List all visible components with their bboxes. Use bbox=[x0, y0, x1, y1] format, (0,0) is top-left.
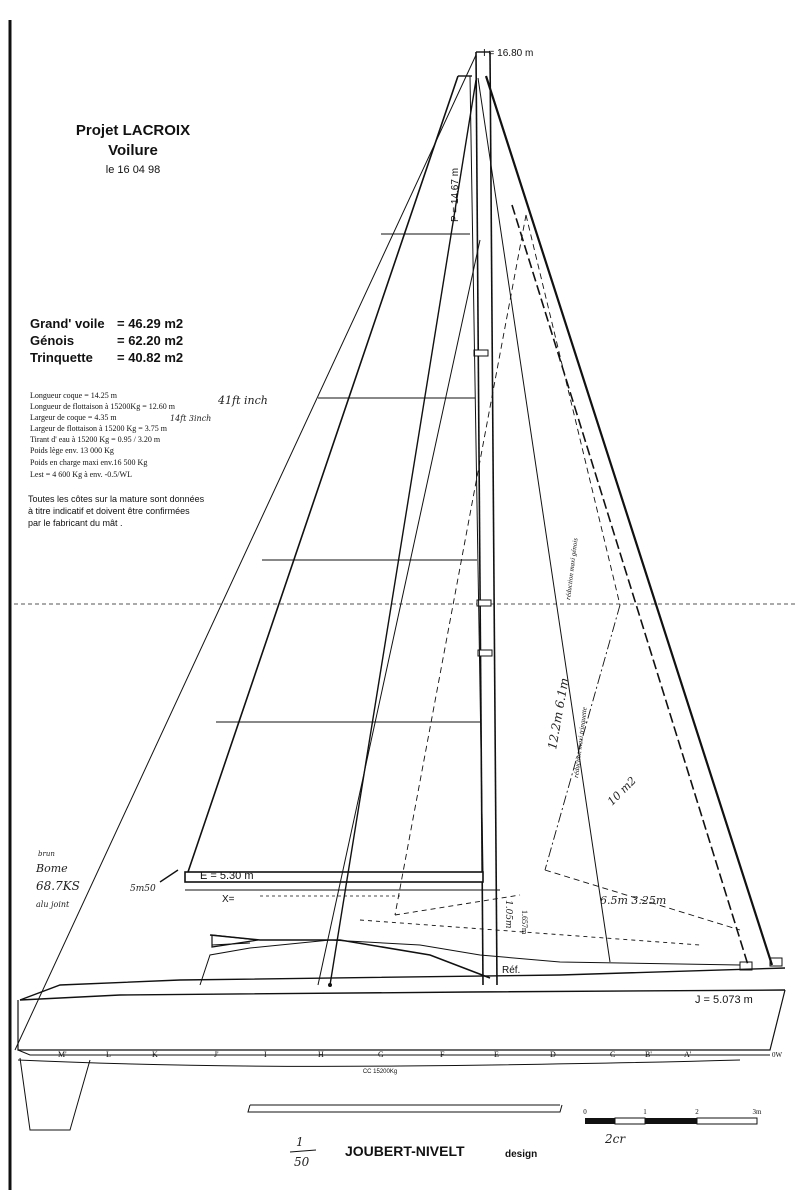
handwritten-boom-note: 68.7KS bbox=[36, 879, 80, 893]
spec-line: Longueur de flottaison à 15200Kg = 12.60… bbox=[30, 402, 176, 411]
station-label: L bbox=[106, 1050, 111, 1059]
drawing-date: le 16 04 98 bbox=[106, 164, 160, 176]
spec-line: Tirant d' eau à 15200 Kg = 0.95 / 3.20 m bbox=[30, 435, 161, 444]
sail-area-value: = 46.29 m2 bbox=[117, 316, 183, 331]
reduction-genois-label: réduction maxi génois bbox=[564, 537, 580, 600]
handwritten-boom-note: alu joint bbox=[36, 900, 70, 909]
scale-tick: 0 bbox=[583, 1108, 587, 1116]
hull-specs: Longueur coque = 14.25 m Longueur de flo… bbox=[30, 391, 176, 479]
handwritten-diag-note: 12.2m 6.1m bbox=[545, 677, 571, 751]
station-label: D bbox=[550, 1050, 556, 1059]
scale-ratio-bottom: 50 bbox=[294, 1155, 310, 1169]
station-label: C bbox=[610, 1050, 615, 1059]
dimension-i: I = 16.80 m bbox=[483, 48, 533, 59]
handwritten-offset: 5m50 bbox=[130, 884, 156, 894]
handwritten-jib-dims: 6.5m 3.25m bbox=[600, 894, 666, 907]
spec-line: Largeur de coque = 4.35 m bbox=[30, 413, 117, 422]
spec-line: Largeur de flottaison à 15200 Kg = 3.75 … bbox=[30, 424, 168, 433]
sail-area-label: Génois bbox=[30, 333, 74, 348]
spec-line: Longueur coque = 14.25 m bbox=[30, 391, 118, 400]
mainsail bbox=[187, 75, 484, 873]
note-line: Toutes les côtes sur la mature sont donn… bbox=[28, 494, 205, 504]
handwritten-fore-note: 1.05m bbox=[503, 900, 513, 929]
station-label: M' bbox=[58, 1050, 67, 1059]
shroud bbox=[317, 239, 481, 986]
sail-area-label: Trinquette bbox=[30, 350, 93, 365]
handwritten-scale-note: 2cr bbox=[604, 1132, 626, 1146]
handwritten-jib-area: 10 m2 bbox=[605, 774, 639, 808]
sail-area-label: Grand' voile bbox=[30, 316, 105, 331]
scale-tick: 2 bbox=[695, 1108, 699, 1116]
handwritten-boom-note: Bome bbox=[35, 862, 68, 875]
scale-tick: 3m bbox=[753, 1108, 763, 1116]
inner-stay bbox=[511, 204, 749, 966]
x-label: X= bbox=[222, 894, 235, 905]
dimension-e: E = 5.30 m bbox=[200, 870, 254, 882]
station-label: H bbox=[318, 1050, 324, 1059]
dimension-p: P = 14.67 m bbox=[450, 168, 461, 222]
sail-area-value: = 40.82 m2 bbox=[117, 350, 183, 365]
genoa-leech bbox=[477, 77, 611, 963]
mast-note: Toutes les côtes sur la mature sont donn… bbox=[28, 494, 205, 528]
handwritten-length-note: 41ft inch bbox=[217, 394, 268, 407]
station-label: E bbox=[494, 1050, 499, 1059]
station-label: G bbox=[378, 1050, 384, 1059]
designer-name: JOUBERT-NIVELT bbox=[345, 1143, 465, 1159]
sail-area-value: = 62.20 m2 bbox=[117, 333, 183, 348]
station-labels: M' L K J' I H G F E D C B' A' 0W bbox=[58, 1050, 783, 1059]
cc-label: CC 15200Kg bbox=[363, 1069, 397, 1075]
dimension-j: J = 5.073 m bbox=[695, 994, 753, 1006]
scale-bar: 0 1 2 3m bbox=[583, 1108, 763, 1125]
reduction-trinquette-label: réduction maxi trinquette bbox=[572, 707, 589, 779]
reference-label: Réf. bbox=[502, 965, 520, 976]
scale-ratio-bar bbox=[289, 1149, 317, 1153]
reduction-genois bbox=[359, 214, 741, 946]
scale-ratio-top: 1 bbox=[296, 1135, 304, 1149]
note-line: par le fabricant du mât . bbox=[28, 518, 123, 528]
hull-profile bbox=[17, 869, 786, 1131]
handwritten-boom-note: brun bbox=[38, 850, 55, 858]
station-label: 0W bbox=[772, 1051, 783, 1059]
handwritten-beam-note: 14ft 3inch bbox=[170, 414, 211, 423]
station-label: F bbox=[440, 1050, 445, 1059]
station-label: B' bbox=[645, 1050, 652, 1059]
station-label: I bbox=[264, 1050, 267, 1059]
spec-line: Poids en charge maxi env.16 500 Kg bbox=[30, 458, 147, 467]
subject-title: Voilure bbox=[108, 142, 158, 159]
note-line: à titre indicatif et doivent être confir… bbox=[28, 506, 190, 516]
forestay bbox=[484, 75, 774, 966]
boom bbox=[184, 871, 500, 897]
spec-line: Poids lège env. 13 000 Kg bbox=[30, 446, 114, 455]
station-label: J' bbox=[214, 1050, 219, 1059]
station-label: A' bbox=[684, 1050, 692, 1059]
boom-height-label: 1.657m bbox=[520, 910, 529, 935]
designer-suffix: design bbox=[505, 1149, 537, 1160]
spec-line: Lest = 4 600 Kg à env. -0.5/WL bbox=[30, 470, 132, 479]
backstay bbox=[14, 54, 477, 1051]
project-title: Projet LACROIX bbox=[76, 122, 190, 139]
sail-areas: Grand' voile = 46.29 m2 Génois = 62.20 m… bbox=[30, 316, 183, 365]
shroud bbox=[329, 79, 477, 986]
scale-tick: 1 bbox=[643, 1108, 647, 1116]
station-label: K bbox=[152, 1050, 158, 1059]
